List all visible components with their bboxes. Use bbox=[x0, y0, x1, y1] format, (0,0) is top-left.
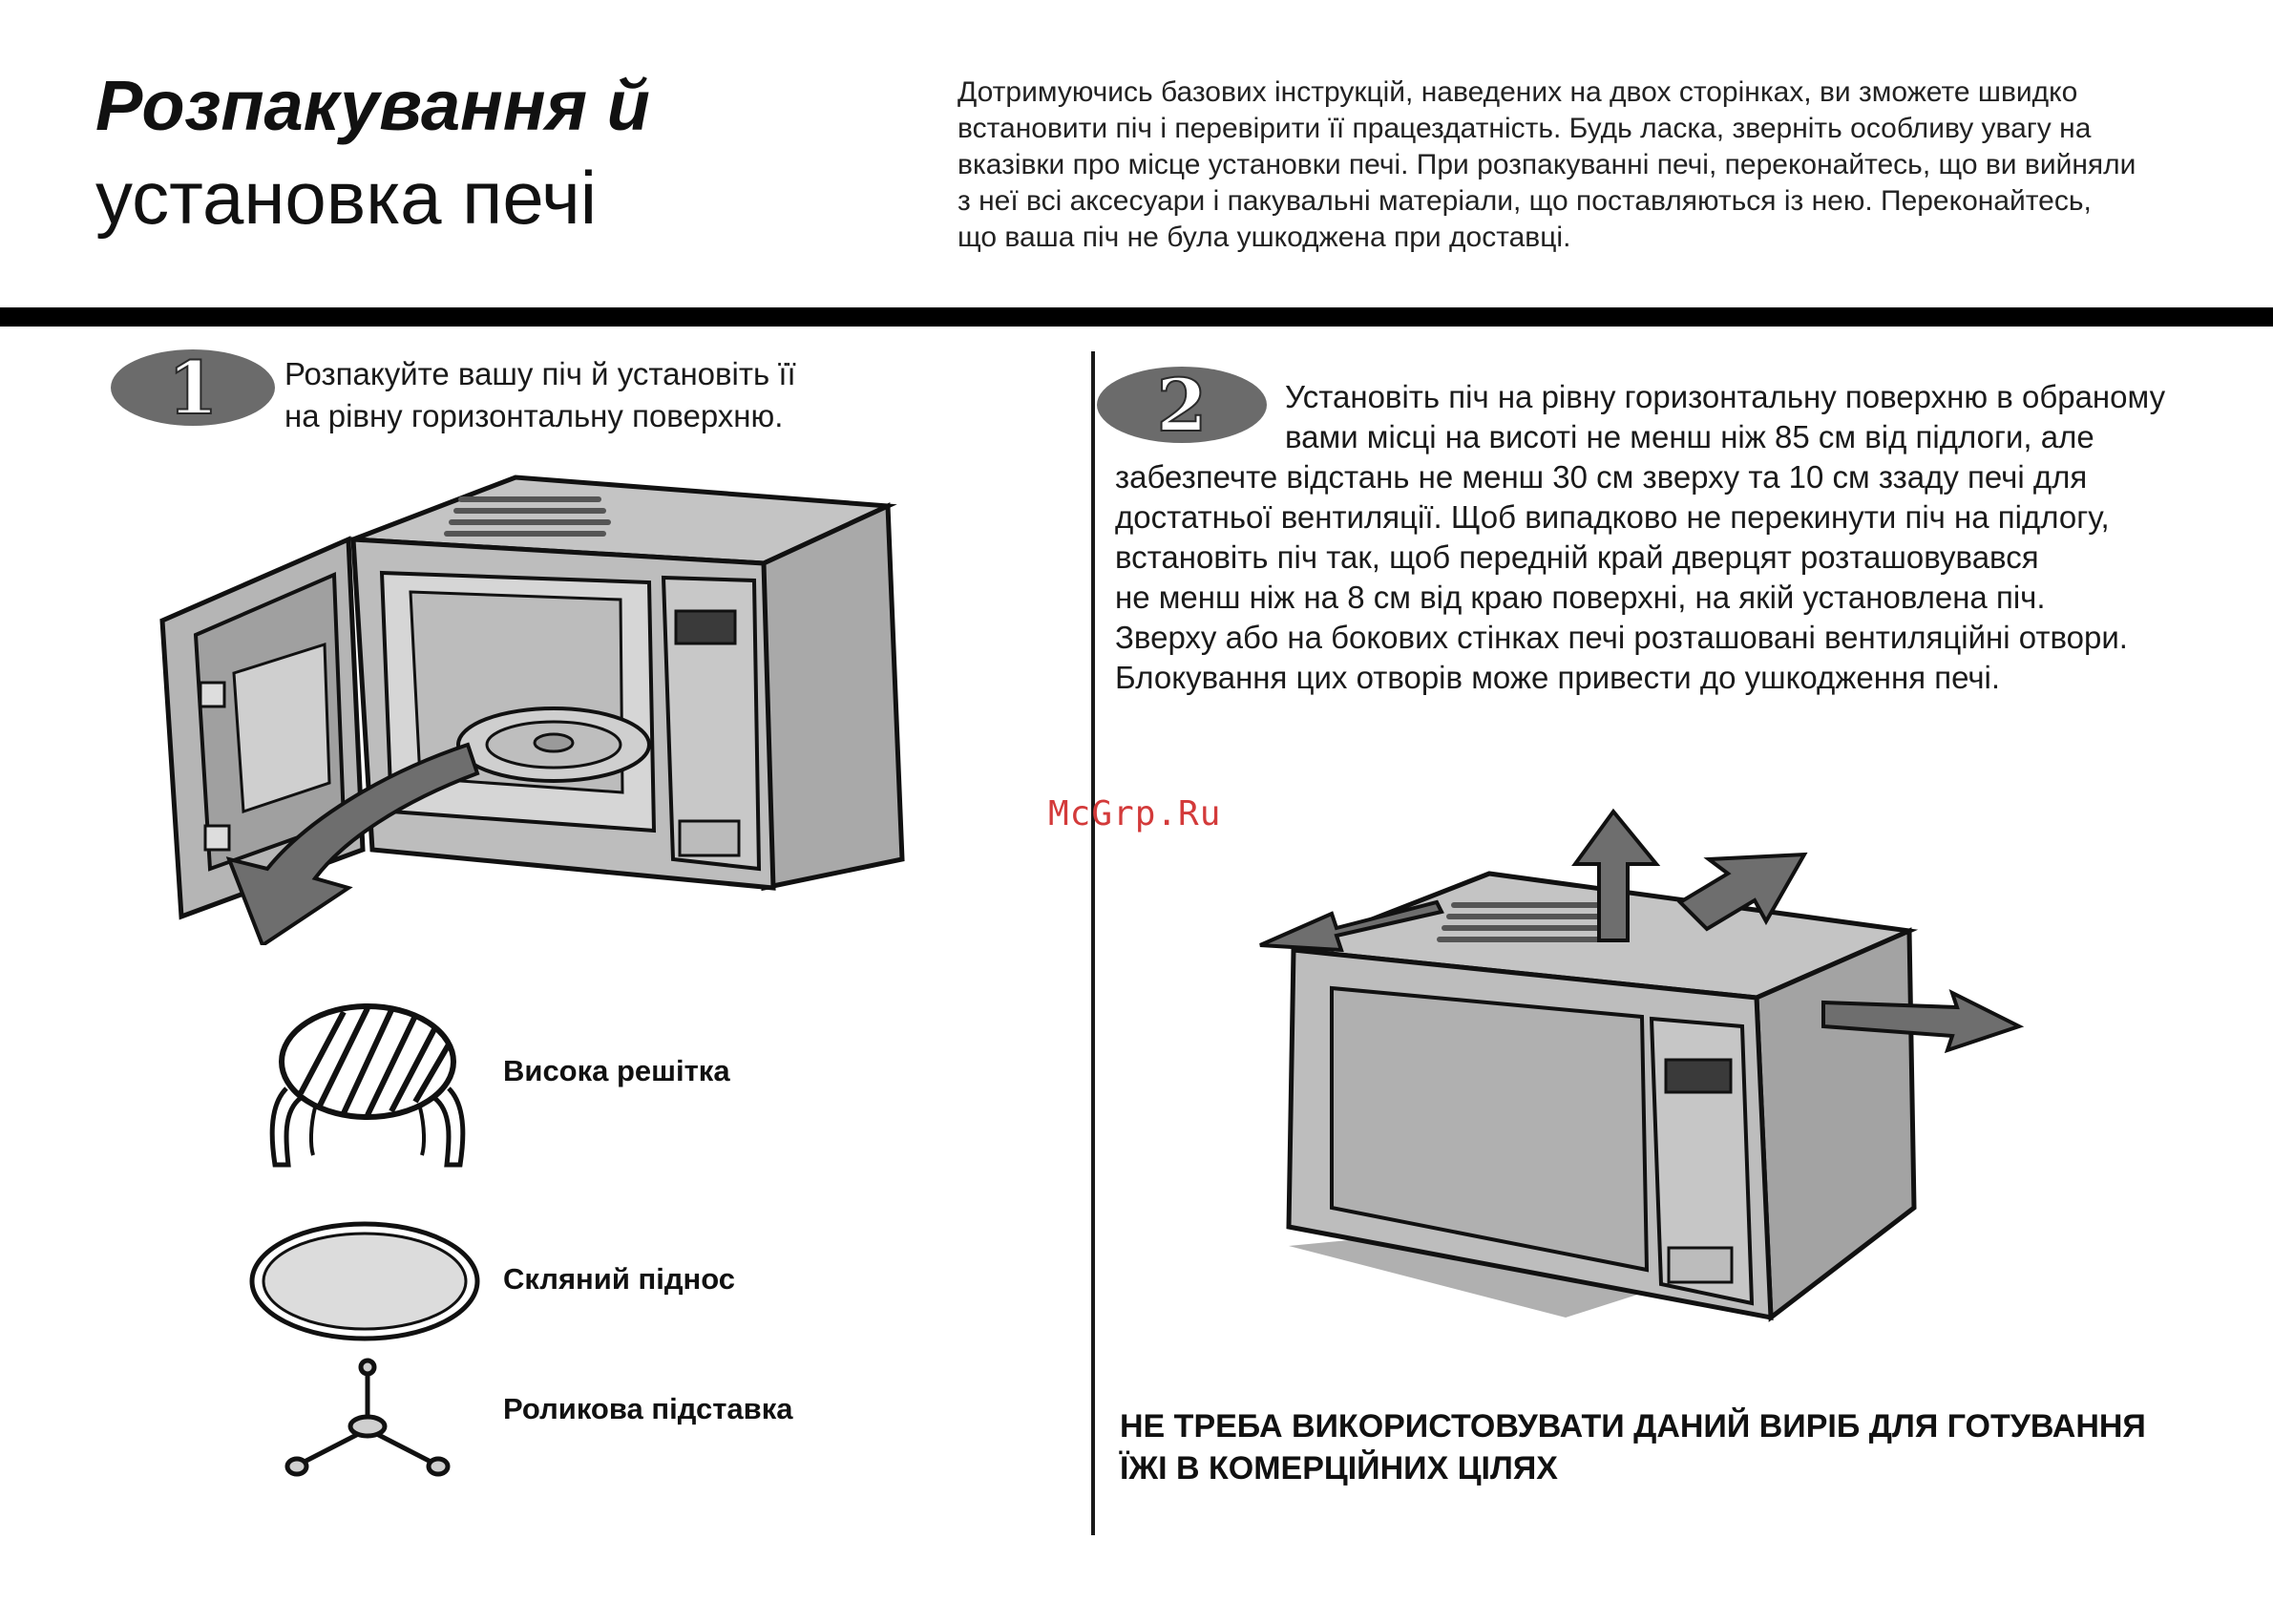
closed-microwave-illustration bbox=[1259, 808, 2025, 1322]
glass-tray-icon bbox=[249, 1221, 480, 1341]
step-2-badge: 2 bbox=[1097, 366, 1267, 444]
step-2-line: Зверху або на бокових стінках печі розта… bbox=[1115, 620, 2128, 655]
column-divider bbox=[1091, 351, 1095, 1535]
intro-line: що ваша піч не була ушкоджена при достав… bbox=[958, 221, 1571, 253]
step-1-line: на рівну горизонтальну поверхню. bbox=[284, 398, 784, 433]
step-1-line: Розпакуйте вашу піч й установіть її bbox=[284, 356, 796, 391]
glass-tray-label: Скляний піднос bbox=[503, 1262, 736, 1296]
step-1-text: Розпакуйте вашу піч й установіть її на р… bbox=[284, 353, 796, 437]
roller-support-label: Роликова підставка bbox=[503, 1392, 793, 1425]
step-2-number: 2 bbox=[1157, 366, 1208, 444]
intro-line: вказівки про місце установки печі. При р… bbox=[958, 149, 2136, 180]
intro-line: Дотримуючись базових інструкцій, наведен… bbox=[958, 76, 2078, 108]
intro-line: з неї всі аксесуари і пакувальні матеріа… bbox=[958, 185, 2092, 217]
header-rule bbox=[0, 307, 2273, 327]
step-2-line: забезпечте відстань не менш 30 см зверху… bbox=[1115, 459, 2088, 495]
high-rack-icon bbox=[269, 1003, 466, 1168]
watermark: McGrp.Ru bbox=[1048, 794, 1222, 833]
open-microwave-illustration bbox=[159, 475, 905, 945]
step-2-line: встановіть піч так, щоб передній край дв… bbox=[1115, 539, 2039, 575]
step-2-line: вами місці на висоті не менш ніж 85 см в… bbox=[1285, 419, 2094, 454]
step-1-badge: 1 bbox=[111, 348, 275, 427]
page-title: Розпакування й bbox=[95, 66, 650, 145]
warning-line: ЇЖІ В КОМЕРЦІЙНИХ ЦІЛЯХ bbox=[1120, 1450, 1558, 1487]
step-2-line: достатньої вентиляції. Щоб випадково не … bbox=[1115, 499, 2110, 535]
step-2-line: не менш ніж на 8 см від краю поверхні, н… bbox=[1115, 580, 2046, 615]
step-2-text: Установіть піч на рівну горизонтальну по… bbox=[1115, 377, 2165, 698]
high-rack-label: Висока решітка bbox=[503, 1054, 730, 1087]
roller-support-icon bbox=[284, 1358, 451, 1477]
intro-line: встановити піч і перевірити її працездат… bbox=[958, 113, 2092, 144]
page-subtitle: установка печі bbox=[95, 156, 598, 240]
step-2-line: Блокування цих отворів може привести до … bbox=[1115, 660, 2001, 695]
intro-paragraph: Дотримуючись базових інструкцій, наведен… bbox=[958, 74, 2237, 256]
step-1-number: 1 bbox=[168, 348, 219, 427]
step-2-line: Установіть піч на рівну горизонтальну по… bbox=[1285, 379, 2166, 414]
commercial-use-warning: НЕ ТРЕБА ВИКОРИСТОВУВАТИ ДАНИЙ ВИРІБ ДЛЯ… bbox=[1120, 1405, 2146, 1489]
warning-line: НЕ ТРЕБА ВИКОРИСТОВУВАТИ ДАНИЙ ВИРІБ ДЛЯ… bbox=[1120, 1408, 2146, 1445]
